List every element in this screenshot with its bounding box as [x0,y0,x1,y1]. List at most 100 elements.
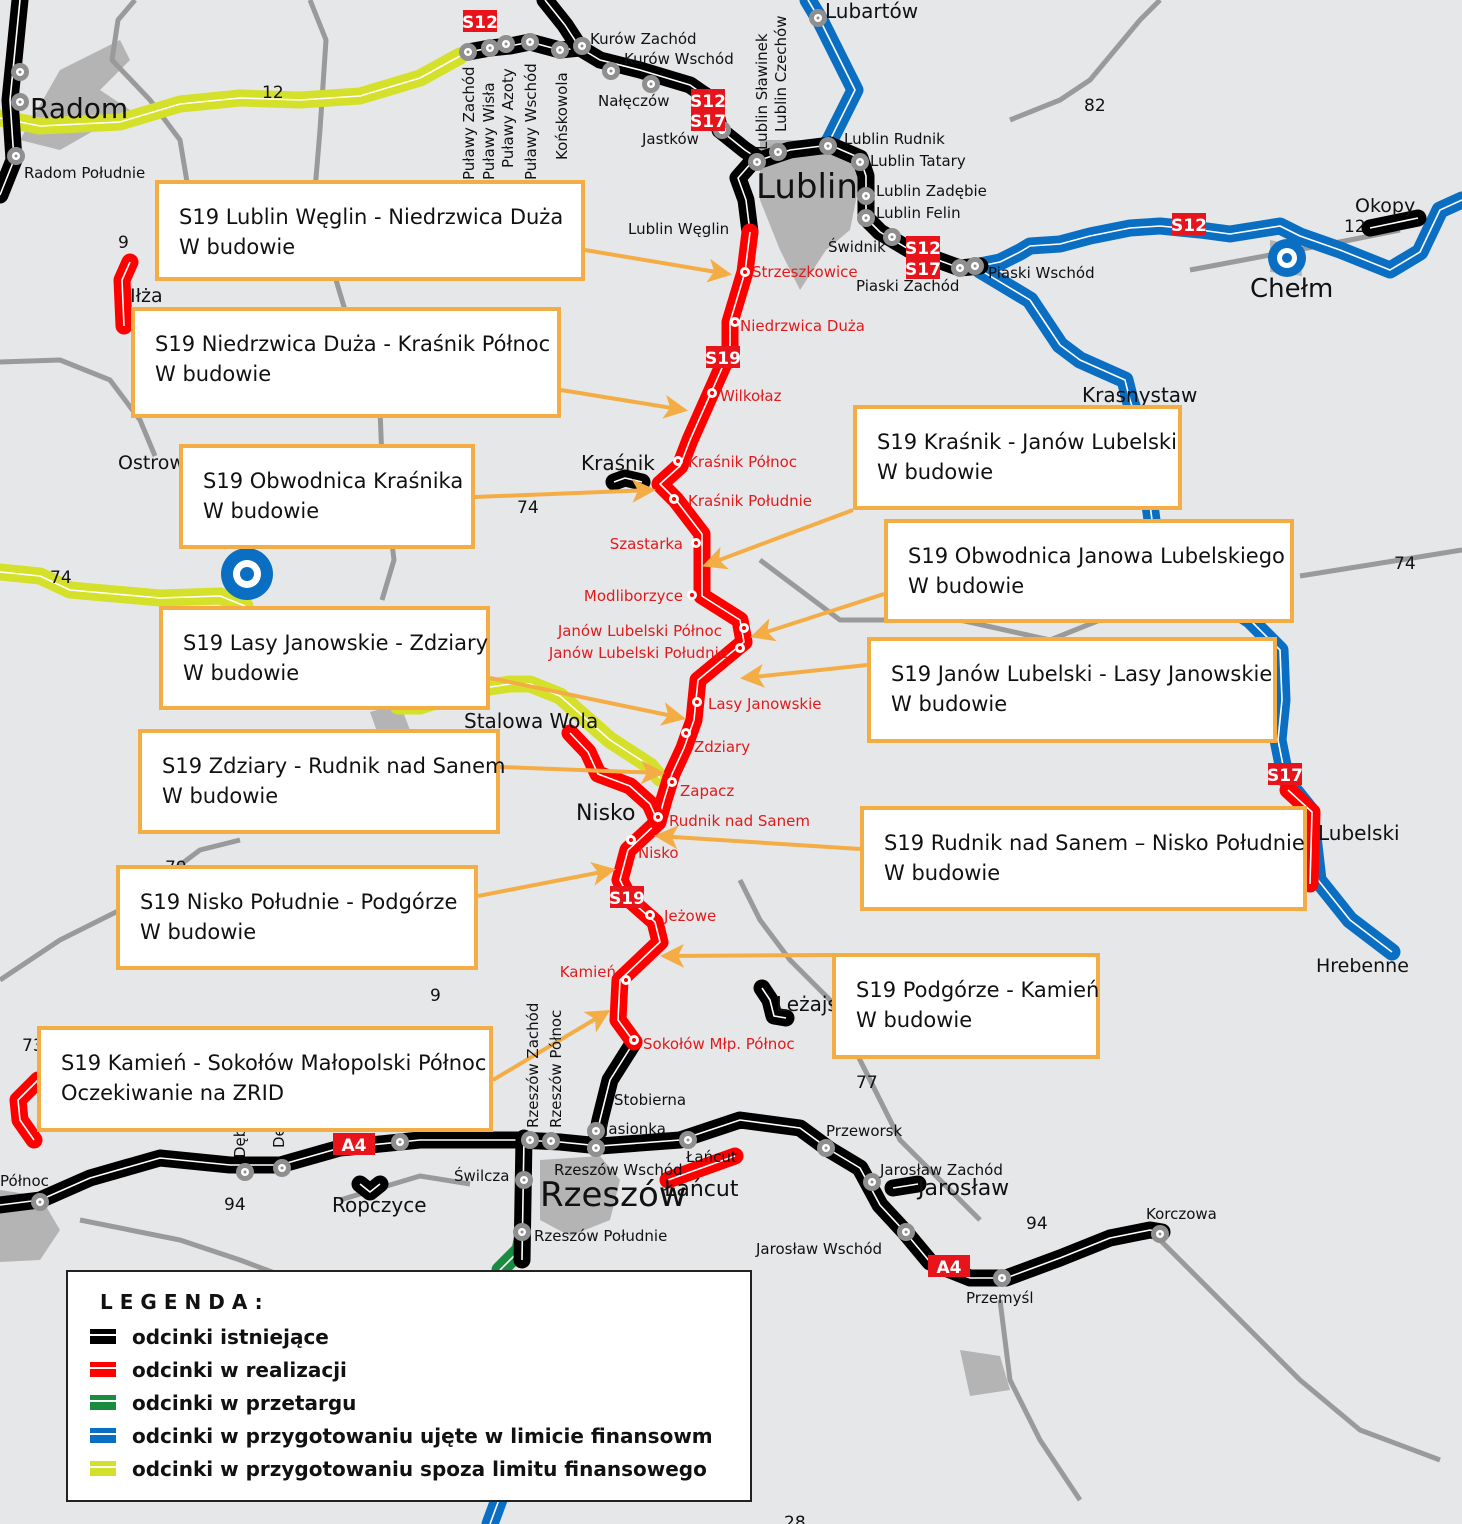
junction-node-icon [730,317,740,327]
minor-road [997,1299,1083,1502]
junction-label: Lublin Czechów [772,15,790,132]
junction-label: Jarosław Zachód [879,1161,1003,1179]
section-callout: S19 Janów Lubelski - Lasy Janowskie W bud… [867,637,1277,743]
callout-arrow [477,862,616,898]
road-in-realization [659,1147,744,1189]
junction-node-icon [542,1132,560,1150]
junction-node-icon [739,623,749,633]
junction-node-icon [883,228,901,246]
callout-title: S19 Podgórze - Kamień [856,978,1100,1002]
junction-node-icon [681,728,691,738]
junction-node-icon [857,209,875,227]
junction-node-icon [11,63,29,81]
city-label: Ostrow [118,452,185,474]
svg-text:S12: S12 [905,239,941,259]
junction-node-icon [863,1173,881,1191]
junction-label: Końskowola [553,72,571,160]
junction-node-icon [391,1133,409,1151]
svg-text:A4: A4 [937,1258,962,1278]
callout-title: S19 Janów Lubelski - Lasy Janowskie [891,662,1273,686]
callout-arrow [560,388,688,419]
minor-road [737,878,982,1222]
city-area [960,1350,1010,1396]
road-number-label: 28 [784,1513,806,1524]
junction-node-icon [951,259,969,277]
junction-label: Lublin Tatary [870,152,966,170]
svg-text:S17: S17 [905,260,941,280]
road-badge: S19 [705,346,741,369]
city-label: Kraśnik [581,451,655,475]
callout-status: W budowie [884,861,1001,885]
callout-status: W budowie [856,1008,973,1032]
svg-text:S17: S17 [1267,766,1303,786]
junction-label: Lublin Rudnik [844,130,945,148]
junction-node-icon [809,9,827,27]
junction-label: Łańcut [685,1148,737,1166]
road-number-label: 74 [1394,554,1416,574]
junction-label: Rzeszów Północ [547,1010,565,1128]
junction-label: Przeworsk [826,1122,902,1140]
junction-label: Stobierna [614,1091,686,1109]
junction-label: Lublin Węglin [628,220,729,238]
svg-text:S17: S17 [690,112,726,132]
node-hub-icons [221,239,1306,600]
road-badge: S12 [690,89,726,112]
svg-text:S12: S12 [462,13,498,33]
city-label: Lublin [756,167,858,207]
road-existing [536,0,589,57]
city-label: Ropczyce [332,1193,427,1217]
junction-label: Nałęczów [598,92,669,110]
legend-label: odcinki w realizacji [132,1357,347,1382]
junction-label: Rzeszów Zachód [524,1003,542,1128]
junction-label: Przemyśl [966,1289,1034,1307]
callout-arrow [702,508,854,570]
callout-status: Oczekiwanie na ZRID [61,1081,284,1105]
legend-title: LEGENDA: [100,1290,270,1314]
junction-label-s19: Wilkołaz [720,387,782,405]
legend-item: odcinki istniejące [90,1320,750,1353]
legend-item: odcinki w realizacji [90,1353,750,1386]
junction-label-s19: Janów Lubelski Północ [557,622,722,640]
junction-label-s19: Kraśnik Południe [688,492,812,510]
legend-swatch-icon [90,1428,116,1443]
road-number-label: 82 [1084,96,1106,116]
junction-node-icon [966,257,984,275]
junction-node-icon [515,1171,533,1189]
junction-node-icon [642,75,660,93]
callout-status: W budowie [891,692,1008,716]
callout-title: S19 Kamień - Sokołów Małopolski Północ [61,1051,487,1075]
road-number-label: 12 [1344,217,1366,237]
callout-arrow [660,943,833,968]
callout-title: S19 Nisko Południe - Podgórze [140,890,458,914]
junction-node-icon [236,1163,254,1181]
section-callout: S19 Podgórze - Kamień W budowie [832,953,1100,1059]
junction-node-icon [629,1035,639,1045]
city-label: Iłża [130,285,163,307]
junction-label: Puławy Zachód [460,66,478,180]
junction-node-icon [993,1269,1011,1287]
junction-node-icon [621,975,631,985]
junction-node-icon [707,388,717,398]
road-existing [1361,209,1427,237]
junction-label: Puławy Wisła [480,82,498,180]
junction-node-icon [740,267,750,277]
minor-road [1158,1238,1441,1463]
junction-label: Korczowa [1146,1205,1217,1223]
callout-status: W budowie [155,362,272,386]
road-number-label: 74 [517,498,539,518]
callout-arrow [491,1009,611,1082]
junction-node-icon [497,35,515,53]
junction-label: Puławy Azoty [499,68,517,168]
junction-node-icon [667,777,677,787]
road-number-label: 77 [856,1073,878,1093]
legend-label: odcinki w przygotowaniu spoza limitu fin… [132,1456,707,1481]
city-label: Łańcut [663,1177,739,1202]
road-in-realization [113,253,139,335]
legend-swatch-icon [90,1329,116,1344]
